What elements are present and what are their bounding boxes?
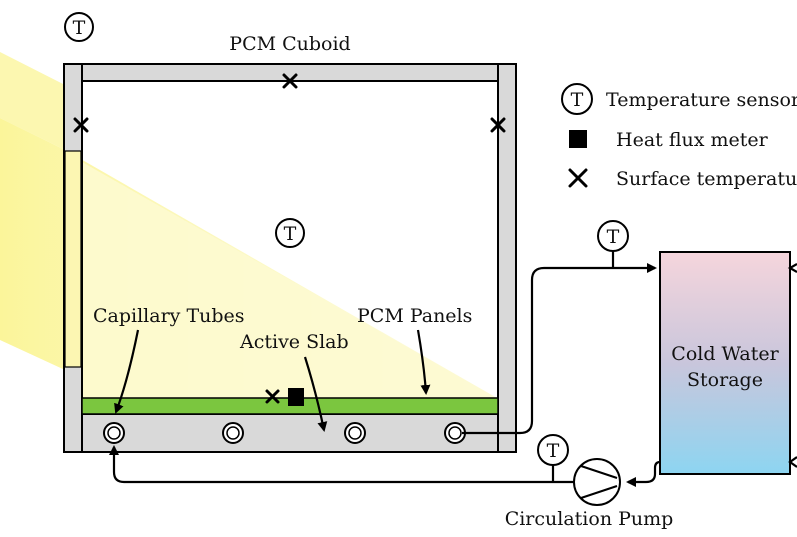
- cross-marker-slab: [265, 389, 280, 404]
- legend-surface-temperature: Surface temperature: [568, 168, 797, 190]
- label-pcm-panels: PCM Panels: [357, 305, 472, 327]
- right-wall: [497, 63, 517, 453]
- capillary-tube: [103, 422, 125, 444]
- legend-label-heat-flux-meter: Heat flux meter: [616, 129, 769, 151]
- cold-water-storage-tank: [659, 251, 791, 475]
- window-opening: [64, 150, 82, 368]
- top-wall: [81, 63, 499, 82]
- return-pipe-pump-to-slab: [109, 445, 574, 484]
- sensor-symbol: T: [73, 17, 86, 39]
- sensor-symbol: T: [607, 226, 620, 248]
- heat-flux-meter: [288, 388, 304, 406]
- cross-marker-right: [490, 117, 506, 133]
- label-pcm-cuboid: PCM Cuboid: [229, 33, 350, 55]
- temperature-sensor-outside: T: [64, 12, 94, 42]
- return-pipe-tank-to-pump: [626, 460, 661, 487]
- sunlight-interior: [82, 162, 497, 398]
- legend-temperature-sensor: T Temperature sensor: [561, 83, 797, 115]
- legend-square-icon: [569, 130, 587, 148]
- label-circulation-pump: Circulation Pump: [505, 508, 674, 530]
- legend: T Temperature sensor Heat flux meter Sur…: [561, 83, 797, 190]
- temperature-sensor-return: T: [537, 434, 569, 466]
- supply-pipe: [462, 263, 657, 435]
- legend-label-surface-temperature: Surface temperature: [616, 168, 797, 190]
- label-storage-line1: Cold Water: [671, 343, 779, 365]
- legend-heat-flux-meter: Heat flux meter: [569, 129, 769, 151]
- label-storage-line2: Storage: [687, 369, 763, 391]
- sensor-symbol: T: [284, 223, 297, 245]
- circulation-pump: [573, 458, 621, 506]
- sunlight-beam-upper: [0, 52, 65, 150]
- active-slab-pointer: [303, 356, 328, 432]
- cross-marker-left: [73, 117, 89, 133]
- temperature-sensor-supply: T: [597, 220, 629, 252]
- capillary-tubes-pointer: [114, 329, 140, 414]
- temperature-sensor-interior: T: [275, 218, 305, 248]
- surface-temperature-markers: [73, 73, 506, 404]
- tank-right-connector-bottom: [788, 456, 797, 468]
- sensor-symbol: T: [547, 440, 560, 462]
- cross-marker-top: [282, 73, 298, 89]
- label-capillary-tubes: Capillary Tubes: [93, 305, 245, 327]
- pcm-panels-pointer: [416, 329, 431, 395]
- legend-sensor-symbol: T: [571, 89, 584, 111]
- capillary-tube: [222, 422, 244, 444]
- active-slab: [81, 413, 499, 453]
- legend-label-temperature-sensor: Temperature sensor: [606, 89, 797, 111]
- capillary-tubes: [103, 422, 466, 444]
- label-active-slab: Active Slab: [239, 331, 349, 353]
- tank-right-connector-top: [787, 263, 797, 273]
- capillary-tube: [344, 422, 366, 444]
